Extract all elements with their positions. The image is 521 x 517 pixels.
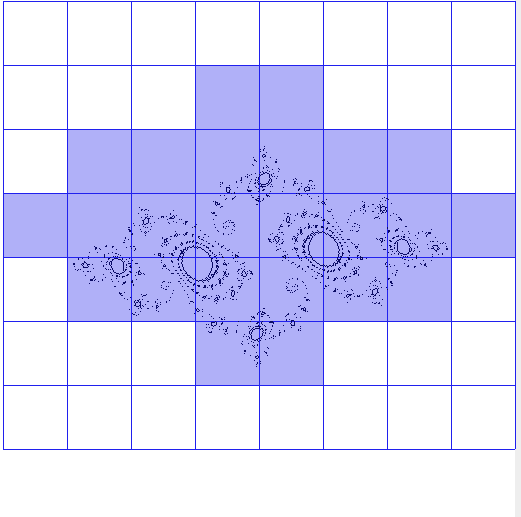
highlighted-cell	[3, 193, 67, 257]
highlighted-cell	[67, 193, 131, 257]
highlighted-cells	[3, 65, 515, 385]
highlighted-cell	[259, 321, 323, 385]
grid-lines	[3, 1, 516, 450]
highlighted-cell	[259, 193, 323, 257]
highlighted-cell	[131, 129, 195, 193]
highlighted-cell	[195, 193, 259, 257]
highlighted-cell	[195, 65, 259, 129]
highlighted-cell	[259, 257, 323, 321]
highlighted-cell	[323, 129, 387, 193]
highlighted-cell	[451, 193, 515, 257]
highlighted-cell	[67, 129, 131, 193]
highlighted-cell	[387, 257, 451, 321]
highlighted-cell	[195, 257, 259, 321]
highlighted-cell	[259, 129, 323, 193]
highlighted-cell	[387, 193, 451, 257]
highlighted-cell	[195, 129, 259, 193]
highlighted-cell	[67, 257, 131, 321]
highlighted-cell	[387, 129, 451, 193]
highlighted-cell	[259, 65, 323, 129]
